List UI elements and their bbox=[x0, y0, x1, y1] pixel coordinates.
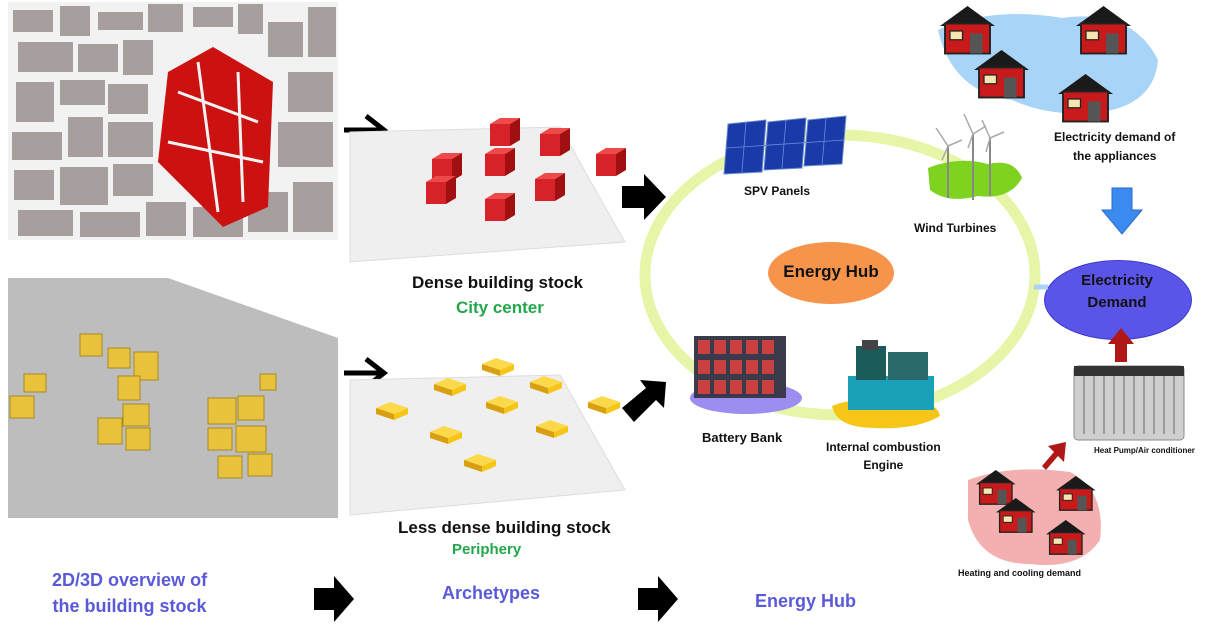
red-cube bbox=[596, 148, 626, 176]
periphery-3d-view bbox=[8, 278, 338, 518]
arrow-up-icon bbox=[1042, 442, 1066, 470]
yellow-block bbox=[486, 396, 518, 414]
energy-hub-label: Energy Hub bbox=[783, 262, 879, 281]
red-cube bbox=[432, 153, 462, 181]
wind-turbine-icon bbox=[928, 113, 1022, 200]
red-cube bbox=[540, 128, 570, 156]
stage-energy-hub-label: Energy Hub bbox=[755, 591, 857, 611]
yellow-block bbox=[530, 376, 562, 394]
dense-stock-label: Dense building stock bbox=[412, 273, 583, 292]
spv-panels-label: SPV Panels bbox=[744, 184, 811, 198]
less-dense-stock-label: Less dense building stock bbox=[398, 518, 611, 537]
house-icon bbox=[976, 470, 1016, 505]
red-cube bbox=[426, 176, 456, 204]
periphery-label: Periphery bbox=[452, 541, 522, 558]
yellow-block bbox=[588, 396, 620, 414]
heating-cooling-label: Heating and cooling demand bbox=[958, 568, 1082, 578]
less-dense-archetype-plane bbox=[349, 358, 626, 516]
house-icon bbox=[1058, 74, 1113, 123]
yellow-block bbox=[434, 378, 466, 396]
house-icon bbox=[1046, 520, 1086, 555]
arrow-right-icon bbox=[314, 576, 354, 622]
battery-bank-icon bbox=[690, 336, 802, 414]
red-cube bbox=[535, 173, 565, 201]
heat-pump-label: Heat Pump/Air conditioner bbox=[1094, 446, 1195, 455]
appliance-demand-label: Electricity demand of the appliances bbox=[1054, 130, 1176, 163]
air-conditioner-icon bbox=[1073, 365, 1185, 441]
yellow-block bbox=[536, 420, 568, 438]
energy-hub-node bbox=[768, 242, 894, 304]
battery-bank-label: Battery Bank bbox=[702, 430, 783, 445]
house-icon bbox=[1056, 476, 1096, 511]
wind-turbines-label: Wind Turbines bbox=[914, 221, 997, 235]
arrow-down-icon bbox=[1100, 187, 1144, 235]
arrow-right-icon bbox=[622, 380, 666, 422]
stage-archetypes-label: Archetypes bbox=[442, 583, 541, 603]
arrow-up-icon bbox=[1108, 328, 1134, 362]
yellow-block bbox=[376, 402, 408, 420]
red-cube bbox=[490, 118, 520, 146]
dense-district bbox=[158, 47, 273, 227]
solar-panel-icon bbox=[723, 115, 847, 175]
electricity-demand-node bbox=[1044, 260, 1192, 340]
yellow-block bbox=[430, 426, 462, 444]
arrow-right-icon bbox=[638, 576, 678, 622]
connector-line bbox=[1034, 284, 1048, 290]
arrow-right-icon bbox=[622, 174, 666, 220]
red-cube bbox=[485, 148, 515, 176]
house-icon bbox=[1076, 6, 1131, 55]
stage-overview-label: 2D/3D overview of the building stock bbox=[52, 570, 208, 616]
city-center-map bbox=[8, 2, 338, 240]
yellow-block bbox=[482, 358, 514, 376]
engine-label: Internal combustion Engine bbox=[826, 440, 941, 472]
house-icon bbox=[940, 6, 995, 55]
house-icon bbox=[974, 50, 1029, 99]
red-cube bbox=[485, 193, 515, 221]
house-icon bbox=[996, 498, 1036, 533]
city-center-label: City center bbox=[456, 298, 544, 317]
electricity-demand-label: Electricity Demand bbox=[1081, 272, 1153, 311]
yellow-block bbox=[464, 454, 496, 472]
dense-archetype-plane bbox=[349, 118, 626, 263]
engine-generator-icon bbox=[832, 340, 940, 429]
